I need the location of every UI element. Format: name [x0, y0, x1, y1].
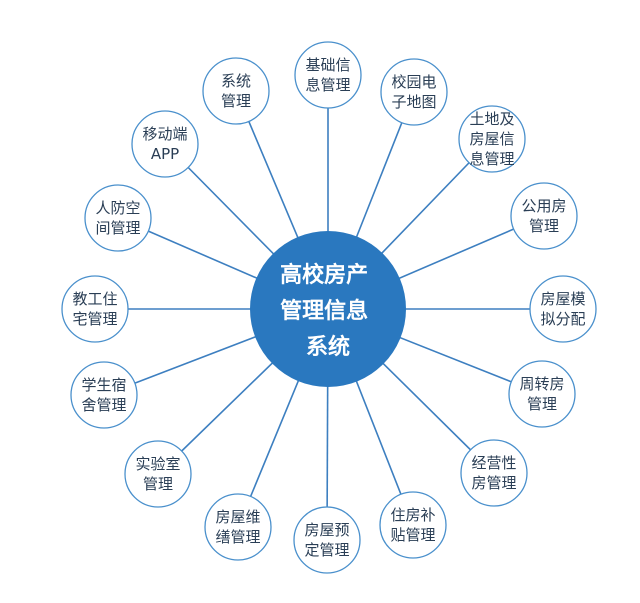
module-label: 周转房管理	[519, 375, 564, 413]
module-nodes: 基础信息管理校园电子地图土地及房屋信息管理公用房管理房屋模拟分配周转房管理经营性…	[61, 41, 597, 574]
module-circle	[379, 491, 447, 559]
module-label-line: 住房补	[390, 506, 435, 524]
module-label: 移动端 APP	[142, 125, 187, 163]
module-label-line: 子地图	[391, 93, 436, 111]
module-label-line: 经营性	[471, 454, 516, 472]
module-circle	[70, 361, 138, 429]
module-label-line: 实验室	[135, 455, 180, 473]
module-node-16: 系统管理	[202, 57, 270, 125]
module-label-line: 教工住	[72, 290, 117, 308]
module-node-5: 房屋模拟分配	[529, 275, 597, 343]
module-node-3: 土地及房屋信息管理	[458, 105, 526, 173]
module-label: 公用房管理	[521, 197, 566, 235]
module-label-line: 宅管理	[72, 310, 117, 328]
module-label: 系统管理	[221, 72, 251, 110]
module-node-4: 公用房管理	[510, 182, 578, 250]
module-node-14: 人防空间管理	[84, 184, 152, 252]
module-node-8: 住房补贴管理	[379, 491, 447, 559]
module-circle	[380, 58, 448, 126]
module-label: 经营性房管理	[471, 454, 516, 492]
module-circle	[529, 275, 597, 343]
module-label-line: 管理	[529, 217, 559, 235]
module-circle	[202, 57, 270, 125]
module-circle	[124, 440, 192, 508]
module-label-line: 学生宿	[81, 376, 126, 394]
module-circle	[84, 184, 152, 252]
module-label: 人防空间管理	[95, 199, 140, 237]
module-label-line: 公用房	[521, 197, 566, 215]
module-label-line: 房屋预	[304, 521, 349, 539]
module-circle	[204, 493, 272, 561]
module-circle	[458, 105, 526, 173]
center-node: 高校房产 管理信息 系统	[250, 231, 406, 387]
module-label: 房屋预定管理	[304, 521, 349, 559]
center-title-line-2: 管理信息	[280, 298, 368, 324]
module-label-line: 息管理	[469, 150, 514, 168]
module-circle	[131, 110, 199, 178]
module-label: 土地及房屋信息管理	[469, 110, 514, 168]
module-label: 房屋维缮管理	[215, 508, 260, 546]
module-label: 房屋模拟分配	[540, 290, 585, 328]
module-circle	[508, 360, 576, 428]
center-title-line-3: 系统	[306, 334, 350, 360]
module-label-line: 房屋维	[215, 508, 260, 526]
module-label-line: 系统	[221, 72, 251, 90]
module-label-line: 周转房	[519, 375, 564, 393]
center-circle	[250, 231, 406, 387]
center-title-line-1: 高校房产	[280, 262, 368, 288]
module-label-line: 校园电	[391, 73, 436, 91]
center-title: 高校房产 管理信息 系统	[280, 262, 376, 360]
module-label-line: 管理	[221, 92, 251, 110]
module-label-line: 土地及	[469, 110, 514, 128]
module-label: 住房补贴管理	[390, 506, 435, 544]
module-node-1: 基础信息管理	[294, 41, 362, 109]
module-label-line: APP	[151, 145, 179, 163]
module-label-line: 缮管理	[215, 528, 260, 546]
module-label: 实验室管理	[135, 455, 180, 493]
module-label: 学生宿舍管理	[81, 376, 126, 414]
module-label-line: 间管理	[95, 219, 140, 237]
module-label-line: 舍管理	[81, 396, 126, 414]
module-node-13: 教工住宅管理	[61, 275, 129, 343]
module-node-6: 周转房管理	[508, 360, 576, 428]
module-node-9: 房屋预定管理	[293, 506, 361, 574]
module-circle	[294, 41, 362, 109]
module-label-line: 贴管理	[390, 526, 435, 544]
module-label-line: 房屋模	[540, 290, 585, 308]
module-circle	[61, 275, 129, 343]
module-label-line: 人防空	[95, 199, 140, 217]
module-label-line: 基础信	[305, 56, 350, 74]
module-label: 基础信息管理	[305, 56, 350, 94]
module-node-2: 校园电子地图	[380, 58, 448, 126]
module-label-line: 管理	[143, 475, 173, 493]
module-label: 教工住宅管理	[72, 290, 117, 328]
module-circle	[460, 439, 528, 507]
module-node-11: 实验室管理	[124, 440, 192, 508]
module-label-line: 管理	[527, 395, 557, 413]
module-circle	[510, 182, 578, 250]
module-label: 校园电子地图	[391, 73, 436, 111]
module-label-line: 移动端	[142, 125, 187, 143]
module-label-line: 定管理	[304, 541, 349, 559]
module-circle	[293, 506, 361, 574]
module-label-line: 息管理	[305, 76, 350, 94]
module-label-line: 拟分配	[540, 310, 585, 328]
module-label-line: 房屋信	[469, 130, 514, 148]
module-node-7: 经营性房管理	[460, 439, 528, 507]
module-node-10: 房屋维缮管理	[204, 493, 272, 561]
module-node-15: 移动端 APP	[131, 110, 199, 178]
module-node-12: 学生宿舍管理	[70, 361, 138, 429]
module-label-line: 房管理	[471, 474, 516, 492]
